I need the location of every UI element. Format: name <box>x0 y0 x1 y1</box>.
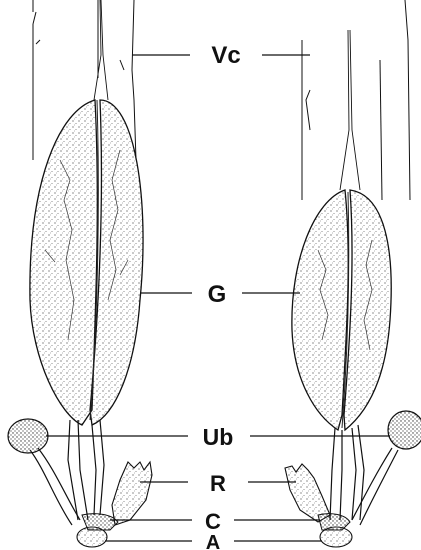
left-scale <box>112 462 152 525</box>
right-specimen <box>285 0 421 547</box>
right-base <box>320 527 352 547</box>
label-a: A <box>206 532 220 550</box>
label-ub: Ub <box>203 424 234 450</box>
left-base <box>77 527 107 547</box>
right-sheath <box>302 0 410 200</box>
label-c: C <box>205 509 221 534</box>
left-ovary-left-half <box>30 100 97 425</box>
label-vc: Vc <box>211 42 240 69</box>
left-bulb <box>8 419 48 453</box>
right-ovary-right-half <box>344 190 391 430</box>
right-bulb <box>388 411 421 449</box>
left-specimen <box>8 0 152 547</box>
right-ovary-left-half <box>292 190 348 430</box>
right-style <box>340 30 360 190</box>
label-r: R <box>210 471 226 496</box>
left-style <box>94 0 108 100</box>
label-g: G <box>208 281 227 308</box>
labels: Vc G Ub R C A <box>203 42 241 550</box>
right-scale <box>285 464 330 522</box>
right-stalks <box>330 425 398 525</box>
